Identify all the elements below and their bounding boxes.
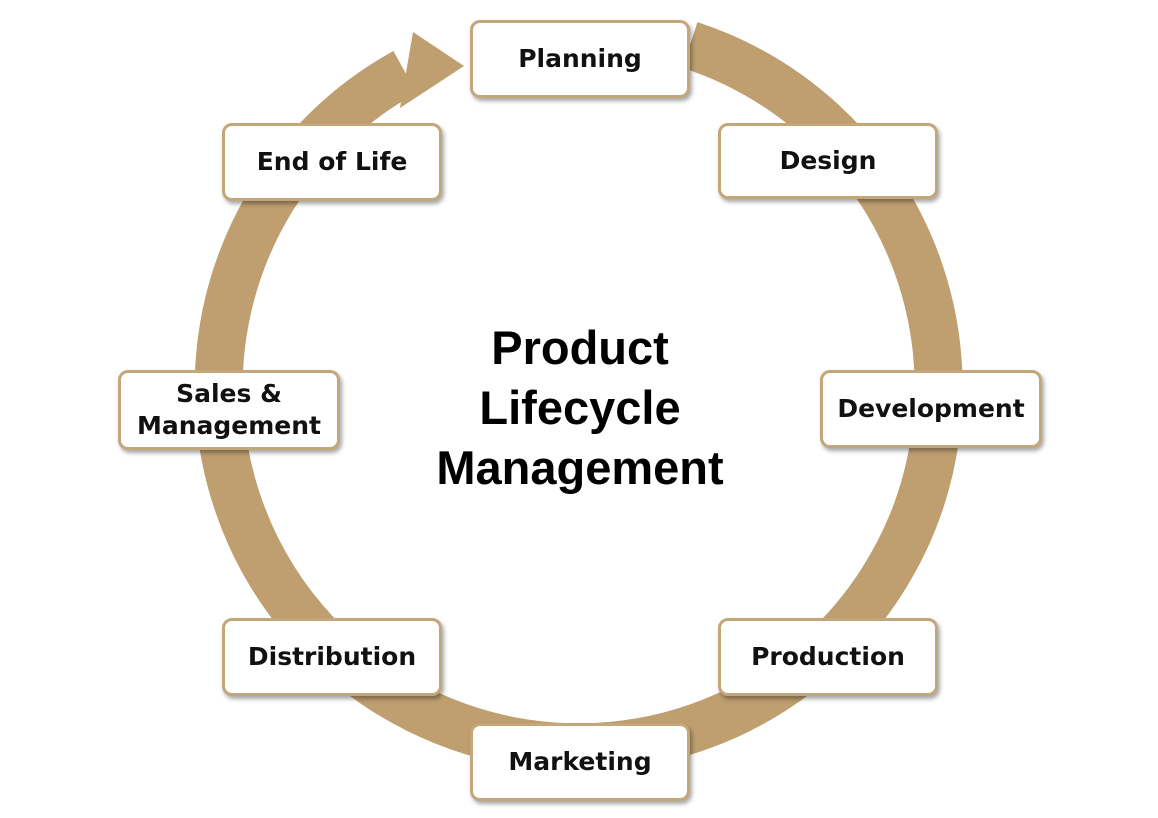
stage-marketing: Marketing (470, 723, 690, 801)
stage-design: Design (718, 123, 938, 199)
cycle-arrowhead (400, 32, 464, 108)
stage-planning: Planning (470, 20, 690, 98)
stage-end-of-life: End of Life (222, 123, 442, 201)
title-line-3: Management (436, 441, 724, 494)
diagram-title: Product Lifecycle Management (380, 318, 780, 498)
stage-production: Production (718, 618, 938, 696)
title-line-2: Lifecycle (479, 381, 681, 434)
stage-development: Development (820, 370, 1042, 448)
title-line-1: Product (491, 321, 669, 374)
stage-sales-management: Sales & Management (118, 370, 340, 450)
stage-distribution: Distribution (222, 618, 442, 696)
